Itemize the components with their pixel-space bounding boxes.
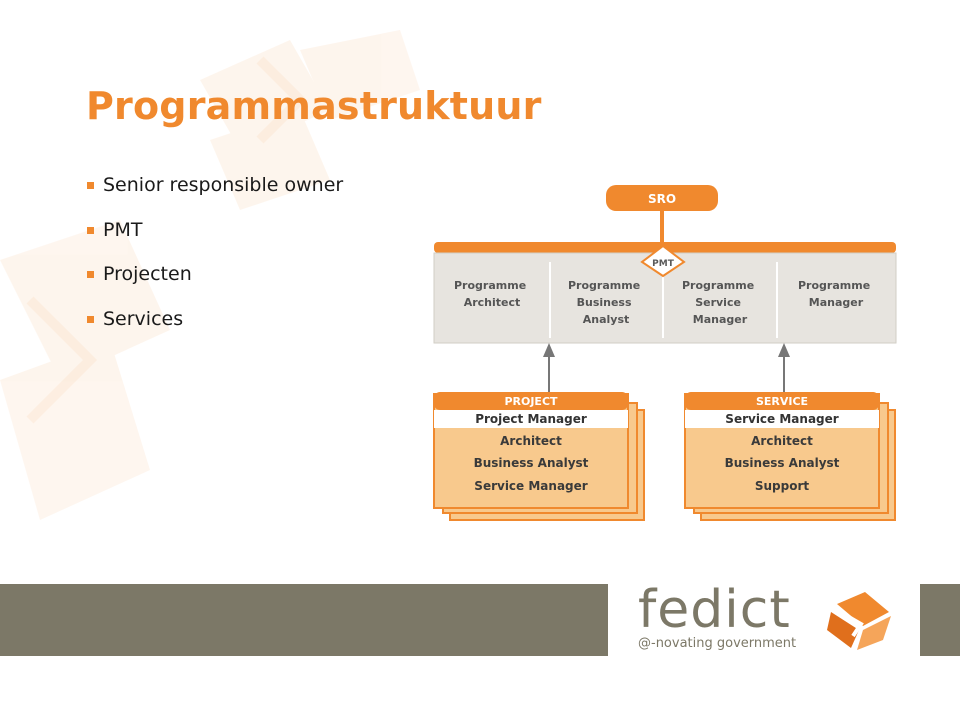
bullet-text: PMT: [103, 218, 143, 241]
program-structure-diagram: SRO PMT Programme Architect Programme Bu…: [433, 185, 897, 521]
logo-tagline: @-novating government: [638, 636, 797, 651]
project-lead: Project Manager: [475, 412, 587, 426]
service-arrow-head: [778, 343, 790, 357]
service-item: Support: [755, 479, 810, 493]
sro-label: SRO: [648, 192, 676, 206]
bullet-item: Services: [86, 308, 343, 353]
role-programme-architect: Programme Architect: [454, 279, 530, 309]
role-programme-service-manager: Programme Service Manager: [682, 279, 758, 326]
pmt-badge: [640, 244, 686, 278]
project-item: Business Analyst: [474, 456, 589, 470]
project-item: Service Manager: [474, 479, 587, 493]
project-card-stack: [433, 392, 645, 521]
logo-wordmark: fedict: [638, 580, 791, 640]
bullet-item: PMT: [86, 219, 343, 264]
slide-title: Programmastruktuur: [86, 84, 542, 128]
bullet-text: Senior responsible owner: [103, 174, 344, 196]
bullet-list: Senior responsible owner PMT Projecten S…: [86, 174, 343, 352]
pmt-label: PMT: [652, 259, 675, 269]
service-item: Architect: [751, 434, 813, 448]
bullet-marker: [87, 226, 94, 234]
project-item: Architect: [500, 434, 562, 448]
bullet-marker: [87, 182, 94, 189]
logo-cube-icon: [827, 592, 891, 650]
bullet-text: Services: [103, 307, 184, 330]
bullet-text: Projecten: [103, 263, 192, 285]
project-header: PROJECT: [504, 395, 558, 408]
footer-bar: fedict @-novating government: [0, 580, 960, 656]
role-programme-business-analyst: Programme Business Analyst: [568, 279, 644, 326]
fedict-logo: fedict @-novating government: [608, 580, 920, 656]
service-lead: Service Manager: [725, 412, 838, 426]
bullet-item: Projecten: [86, 263, 343, 308]
service-header: SERVICE: [756, 395, 808, 408]
service-card-stack: [684, 392, 896, 521]
bullet-marker: [87, 315, 94, 323]
sro-box: [606, 185, 718, 211]
project-arrow-head: [543, 343, 555, 357]
bullet-item: Senior responsible owner: [86, 174, 343, 219]
role-programme-manager: Programme Manager: [798, 279, 874, 309]
bullet-marker: [87, 271, 94, 278]
service-item: Business Analyst: [725, 456, 840, 470]
